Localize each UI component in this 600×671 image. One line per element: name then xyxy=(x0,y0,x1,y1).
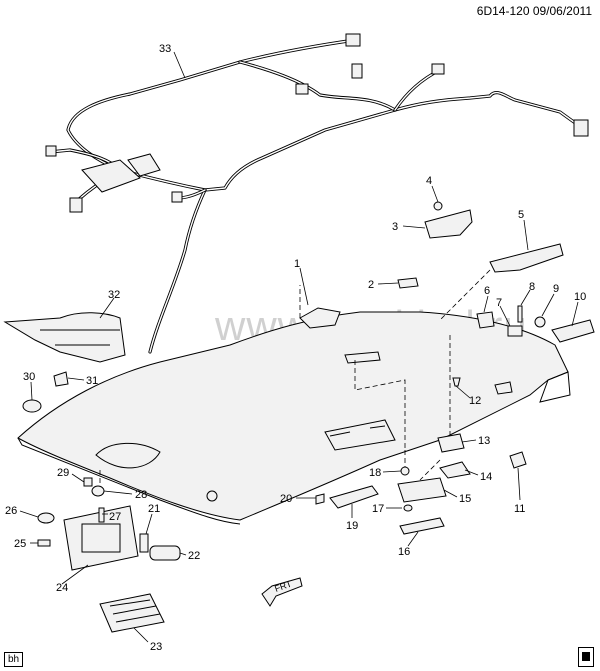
leader-lines xyxy=(19,51,579,643)
callout-9: 9 xyxy=(553,283,559,295)
document-icon xyxy=(578,647,594,667)
assembly-lines xyxy=(99,269,491,488)
callout-8: 8 xyxy=(529,281,535,293)
wiring-harness xyxy=(45,33,589,354)
callout-28: 28 xyxy=(135,489,147,501)
drawing-code: 6D14-120 09/06/2011 xyxy=(476,4,592,18)
callout-14: 14 xyxy=(480,471,492,483)
callout-21: 21 xyxy=(148,503,160,515)
callout-10: 10 xyxy=(574,291,586,303)
callout-6: 6 xyxy=(484,285,490,297)
callout-19: 19 xyxy=(346,520,358,532)
callouts: 33 1 2 3 4 5 6 7 8 9 10 11 12 13 14 15 1… xyxy=(5,43,586,653)
callout-30: 30 xyxy=(23,371,35,383)
callout-12: 12 xyxy=(469,395,481,407)
callout-13: 13 xyxy=(478,435,490,447)
callout-17: 17 xyxy=(372,503,384,515)
callout-7: 7 xyxy=(496,297,502,309)
callout-32: 32 xyxy=(108,289,120,301)
callout-4: 4 xyxy=(426,175,432,187)
callout-1: 1 xyxy=(294,258,300,270)
callout-31: 31 xyxy=(86,375,98,387)
callout-33: 33 xyxy=(159,43,171,55)
callout-3: 3 xyxy=(392,221,398,233)
callout-20: 20 xyxy=(280,493,292,505)
callout-27: 27 xyxy=(109,511,121,523)
callout-11: 11 xyxy=(514,503,525,515)
callout-26: 26 xyxy=(5,505,17,517)
callout-5: 5 xyxy=(518,209,524,221)
callout-16: 16 xyxy=(398,546,410,558)
corner-tag: bh xyxy=(4,652,24,667)
callout-2: 2 xyxy=(368,279,374,291)
callout-15: 15 xyxy=(459,493,471,505)
headliner xyxy=(17,307,571,525)
callout-29: 29 xyxy=(57,467,69,479)
small-parts xyxy=(3,201,595,633)
callout-22: 22 xyxy=(188,550,200,562)
callout-25: 25 xyxy=(14,538,26,550)
callout-18: 18 xyxy=(369,467,381,479)
callout-24: 24 xyxy=(56,582,68,594)
callout-23: 23 xyxy=(150,641,162,653)
